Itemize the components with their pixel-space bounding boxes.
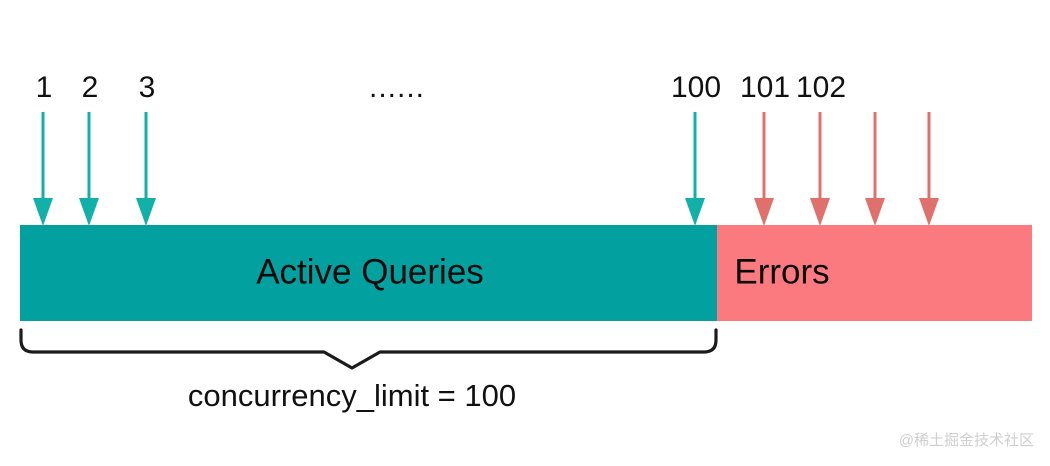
arrow-1 xyxy=(33,112,53,226)
arrow-103 xyxy=(865,112,885,226)
bar-segment-active-queries xyxy=(20,225,717,321)
arrow-102-label: 102 xyxy=(796,71,846,104)
concurrency-limit-caption: concurrency_limit = 100 xyxy=(188,378,516,413)
watermark-label: @稀土掘金技术社区 xyxy=(899,432,1034,449)
arrow-100-label: 100 xyxy=(671,71,721,104)
bar-label-errors: Errors xyxy=(734,252,829,291)
arrow-2-label: 2 xyxy=(82,71,99,104)
arrow-101-label: 101 xyxy=(740,71,790,104)
capacity-bar xyxy=(20,225,1032,321)
bar-label-active-queries: Active Queries xyxy=(256,252,484,291)
arrow-2 xyxy=(79,112,99,226)
arrow-1-label: 1 xyxy=(36,71,53,104)
arrow-3-label: 3 xyxy=(139,71,156,104)
arrow-3 xyxy=(136,112,156,226)
arrow-100 xyxy=(685,112,705,226)
concurrency-limit-brace xyxy=(19,328,718,370)
arrow-104 xyxy=(919,112,939,226)
arrow-102 xyxy=(810,112,830,226)
arrow-101 xyxy=(754,112,774,226)
incoming-query-arrows xyxy=(33,112,939,226)
ellipsis-label: ...... xyxy=(369,71,425,104)
bar-segment-errors xyxy=(717,225,1032,321)
